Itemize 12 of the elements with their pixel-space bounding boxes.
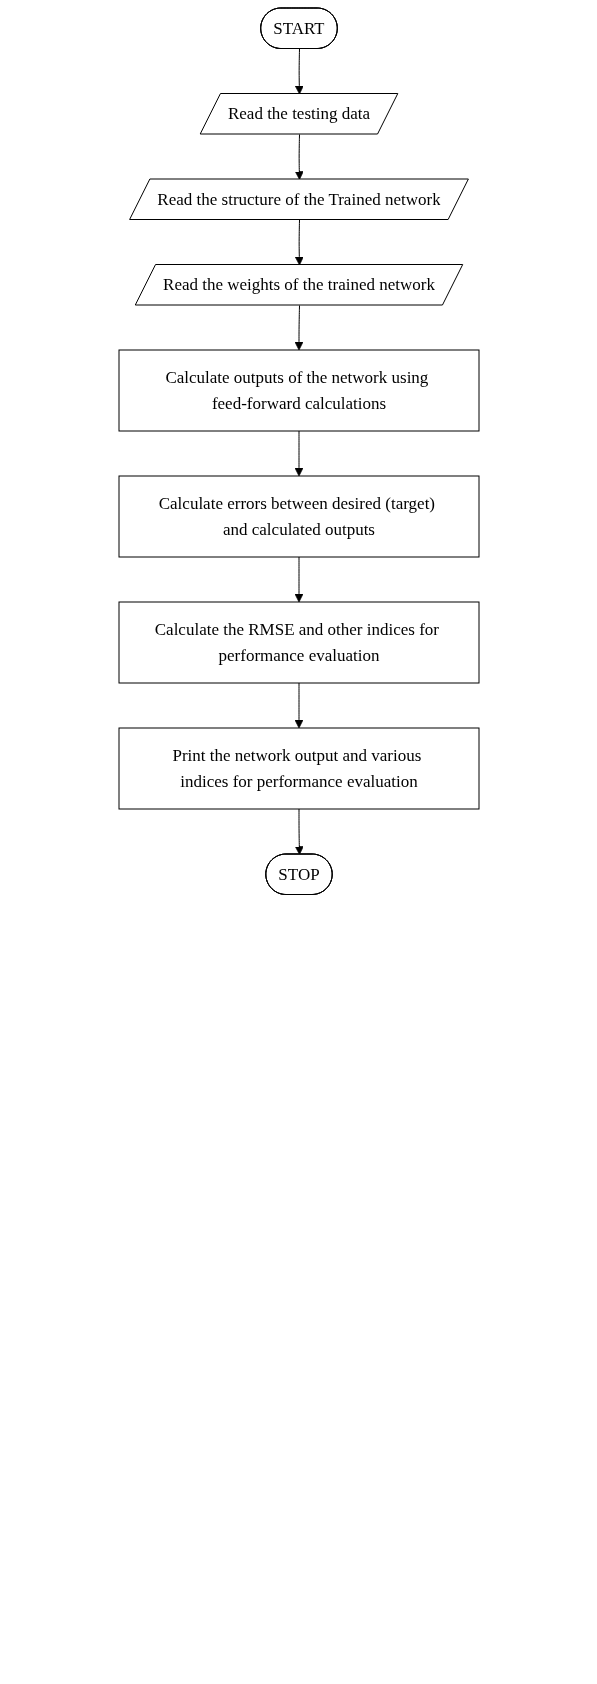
arrow — [294, 430, 303, 477]
arrow — [294, 556, 303, 603]
arrow — [294, 134, 304, 180]
node-box: Calculate errors between desired (target) and calculated outputs — [118, 475, 479, 558]
arrow — [294, 808, 304, 855]
arrow — [294, 305, 303, 351]
arrow — [294, 219, 304, 266]
arrow — [294, 682, 303, 729]
node-box: Calculate outputs of the network using feed-forward calculations — [118, 349, 479, 432]
node-box: Calculate the RMSE and other indices for performance evaluation — [118, 601, 479, 684]
arrow — [294, 48, 304, 95]
node-box: Print the network output and various indices for performance evaluation — [118, 727, 479, 810]
